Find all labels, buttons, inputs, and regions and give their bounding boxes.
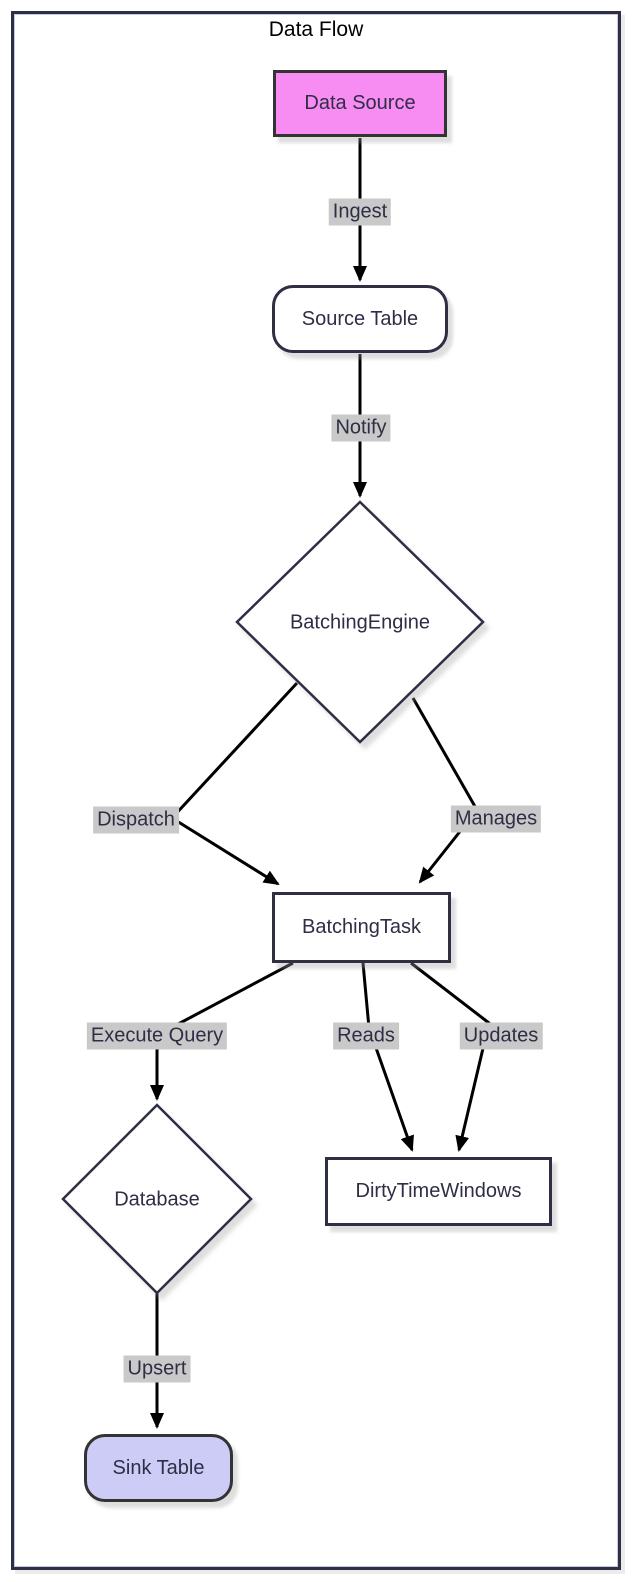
node-source-table: Source Table	[272, 285, 448, 353]
edge-label-execute-query: Execute Query	[86, 1022, 228, 1050]
node-dirty-time-windows-label: DirtyTimeWindows	[355, 1180, 522, 1202]
edge-label-upsert: Upsert	[123, 1355, 191, 1383]
edge-label-ingest: Ingest	[328, 198, 392, 226]
node-sink-table: Sink Table	[84, 1434, 233, 1502]
diagram-title: Data Flow	[268, 18, 364, 41]
edge-dispatch	[170, 681, 299, 886]
edge-label-dispatch: Dispatch	[93, 806, 179, 834]
node-batching-engine-diamond	[235, 500, 485, 744]
node-data-source-label: Data Source	[304, 92, 416, 114]
node-batching-task-label: BatchingTask	[302, 916, 421, 938]
node-dirty-time-windows: DirtyTimeWindows	[325, 1157, 552, 1226]
edge-updates	[410, 961, 491, 1152]
edge-manages	[411, 697, 479, 884]
node-sink-table-label: Sink Table	[112, 1456, 205, 1479]
node-source-table-label: Source Table	[301, 307, 419, 330]
edge-label-notify: Notify	[331, 414, 391, 442]
node-batching-task: BatchingTask	[272, 892, 451, 963]
node-database-diamond	[61, 1103, 253, 1295]
data-flow-subgraph-frame	[11, 11, 621, 1570]
edge-label-reads: Reads	[333, 1022, 399, 1050]
edge-label-manages: Manages	[450, 805, 542, 833]
edge-reads	[361, 962, 414, 1152]
node-batching-engine-label: BatchingEngine	[289, 611, 431, 634]
edge-label-updates: Updates	[459, 1022, 543, 1050]
node-data-source: Data Source	[273, 70, 447, 137]
node-database-label: Database	[114, 1188, 200, 1211]
